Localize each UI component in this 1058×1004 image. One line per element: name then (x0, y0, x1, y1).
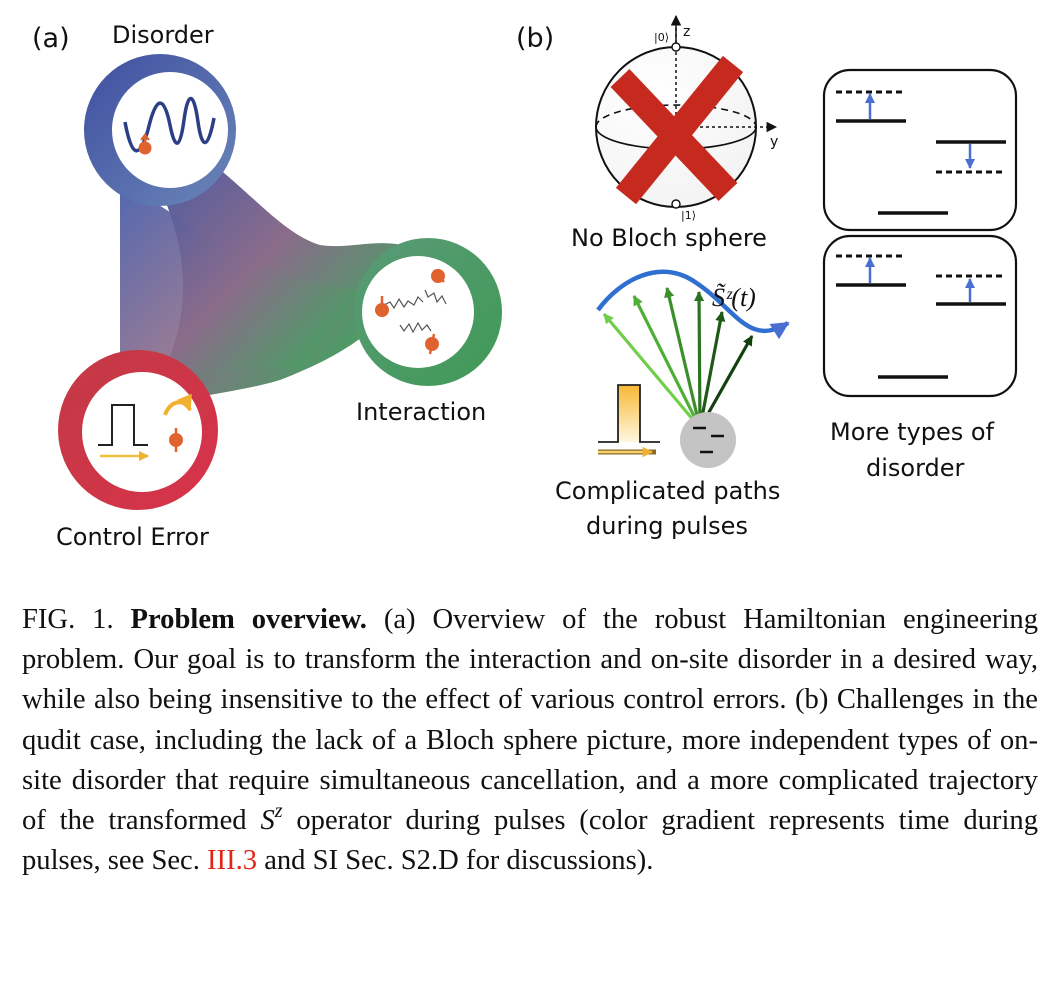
disorder-types-caption-line2: disorder (866, 454, 965, 482)
pulse-shape (598, 384, 660, 443)
fidget-spinner-diagram (58, 54, 502, 510)
panel-a-label: (a) (32, 23, 70, 54)
control-error-pulse-icon (98, 393, 192, 461)
pulse-fill (618, 385, 640, 442)
z-axis-label: z (683, 24, 690, 40)
ket0-label: |0⟩ (654, 31, 669, 44)
no-bloch-sphere-label: No Bloch sphere (571, 224, 767, 252)
disorder-types-diagram (822, 68, 1018, 398)
interaction-spins-icon (375, 269, 447, 355)
caption-title: Problem overview. (130, 604, 367, 635)
operator-label: S̃ᶻ(t) (712, 283, 756, 312)
control-error-inner (82, 372, 202, 492)
section-ref-link[interactable]: III.3 (207, 845, 258, 877)
figure-caption: FIG. 1. Problem overview. (a) Overview o… (22, 600, 1038, 881)
energy-box-bottom (822, 234, 1018, 398)
paths-caption-line1: Complicated paths (555, 477, 780, 505)
caption-operator: Sz (260, 801, 282, 837)
energy-box-top (822, 68, 1018, 232)
trajectory-curve (596, 269, 790, 340)
complicated-paths-diagram (596, 269, 790, 468)
ket1-label: |1⟩ (681, 209, 696, 222)
disorder-potential-icon (123, 96, 216, 155)
disorder-types-caption-line1: More types of (830, 418, 995, 446)
caption-text-part2: operator during pulses (color gradient r… (22, 805, 1038, 877)
caption-operator-base: S (260, 805, 275, 837)
caption-operator-sup: z (274, 800, 283, 823)
interaction-inner (362, 256, 474, 368)
y-axis-label: y (770, 134, 778, 150)
red-cross-stroke-2 (615, 55, 744, 205)
caption-fig-label: FIG. 1. (22, 604, 114, 635)
qudit-ball (680, 412, 736, 468)
panel-b-label: (b) (516, 23, 554, 54)
figure-1: (a) (32, 14, 1018, 551)
paths-caption-line2: during pulses (586, 512, 748, 540)
bloch-sphere (595, 14, 778, 209)
caption-text-part3: and SI Sec. S2.D for discussions). (257, 845, 654, 877)
disorder-label: Disorder (112, 21, 214, 49)
interaction-label: Interaction (356, 398, 486, 426)
control-error-label: Control Error (56, 523, 209, 551)
caption-text-part1: (a) Overview of the robust Hamiltonian e… (22, 604, 1038, 837)
